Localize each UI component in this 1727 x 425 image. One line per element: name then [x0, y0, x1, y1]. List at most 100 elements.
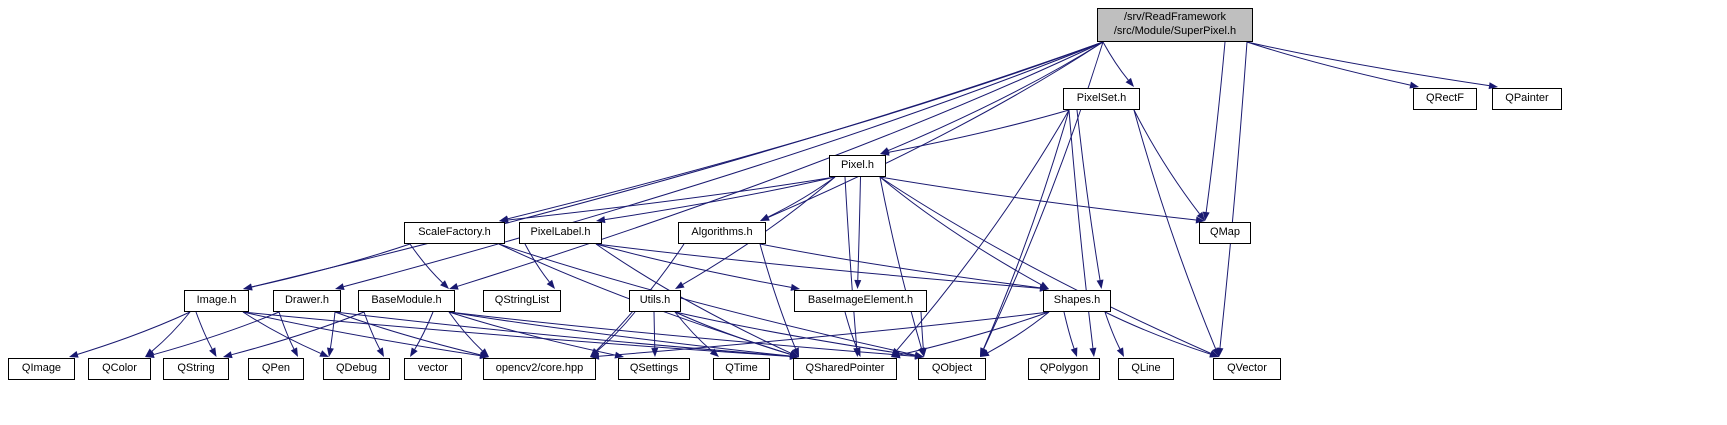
- edge-pixel-qmap: [879, 176, 1197, 221]
- edge-arrowhead-utils-qsettings: [651, 347, 659, 357]
- edge-scalefactory-basemodule: [409, 243, 443, 284]
- graph-node-qline[interactable]: QLine: [1118, 358, 1174, 380]
- edge-scalefactory-qobject: [498, 243, 916, 356]
- edge-pixelset-pixel: [888, 109, 1070, 153]
- graph-node-qtime[interactable]: QTime: [713, 358, 770, 380]
- edge-arrowhead-shapes-opencv: [590, 352, 600, 360]
- edge-shapes-qline: [1104, 311, 1121, 350]
- edge-arrowhead-utils-qobject: [914, 352, 924, 360]
- edge-arrowhead-algorithms-shapes: [1039, 284, 1049, 292]
- edge-arrowhead-pixelset-qpolygon: [1089, 347, 1097, 357]
- edge-drawer-qdebug: [329, 311, 336, 349]
- edge-basemodule-vector: [414, 311, 434, 350]
- edge-drawer-qpen: [278, 311, 295, 350]
- graph-node-algorithms[interactable]: Algorithms.h: [678, 222, 766, 244]
- edge-basemodule-qsettings: [448, 311, 616, 356]
- edge-image-qsharedpointer: [242, 311, 791, 357]
- graph-node-qpainter[interactable]: QPainter: [1492, 88, 1562, 110]
- graph-node-drawer[interactable]: Drawer.h: [273, 290, 341, 312]
- edge-basemodule-qstring: [231, 311, 365, 356]
- edge-superpixel-pixelset: [1102, 41, 1129, 81]
- edge-arrowhead-pixelset-qvector: [1212, 347, 1219, 357]
- edge-image-opencv: [242, 311, 481, 357]
- edge-arrowhead-scalefactory-image: [243, 283, 253, 291]
- edge-arrowhead-pixel-algorithms: [760, 213, 770, 221]
- graph-node-qcolor[interactable]: QColor: [88, 358, 151, 380]
- graph-node-pixel[interactable]: Pixel.h: [829, 155, 886, 177]
- graph-node-image[interactable]: Image.h: [184, 290, 249, 312]
- edge-pixel-pixellabel: [604, 176, 836, 221]
- edge-arrowhead-baseimageelement-qsharedpointer: [853, 347, 861, 357]
- edge-superpixel-drawer: [343, 41, 1104, 288]
- edge-pixel-qvector: [879, 176, 1211, 354]
- edge-pixellabel-shapes: [595, 243, 1041, 289]
- edge-shapes-qvector: [1104, 311, 1211, 355]
- edge-arrowhead-utils-opencv: [590, 348, 600, 357]
- graph-node-scalefactory[interactable]: ScaleFactory.h: [404, 222, 505, 244]
- graph-node-vector[interactable]: vector: [404, 358, 462, 380]
- edge-pixelset-qmap: [1133, 109, 1200, 215]
- graph-node-qstringlist[interactable]: QStringList: [483, 290, 561, 312]
- graph-node-baseimageelement[interactable]: BaseImageElement.h: [794, 290, 927, 312]
- edge-arrowhead-pixel-pixellabel: [596, 216, 606, 224]
- edge-basemodule-qsharedpointer: [448, 311, 791, 357]
- edge-arrowhead-shapes-qobject: [980, 349, 990, 357]
- edge-pixelset-shapes: [1076, 109, 1101, 281]
- edge-arrowhead-algorithms-qsharedpointer: [792, 347, 799, 357]
- edge-arrowhead-shapes-qline: [1116, 347, 1124, 357]
- graph-node-utils[interactable]: Utils.h: [629, 290, 681, 312]
- graph-node-qsettings[interactable]: QSettings: [618, 358, 690, 380]
- graph-node-pixellabel[interactable]: PixelLabel.h: [519, 222, 602, 244]
- edge-drawer-opencv: [334, 311, 481, 356]
- edge-arrowhead-pixel-qmap: [1195, 216, 1205, 224]
- edge-arrowhead-superpixel-qrectf: [1409, 81, 1419, 89]
- edge-pixellabel-qstringlist: [524, 243, 550, 283]
- graph-node-shapes[interactable]: Shapes.h: [1043, 290, 1111, 312]
- edge-arrowhead-image-qimage: [69, 350, 79, 358]
- edge-arrowhead-drawer-qdebug: [326, 347, 334, 357]
- graph-node-opencv[interactable]: opencv2/core.hpp: [483, 358, 596, 380]
- graph-node-qpen[interactable]: QPen: [248, 358, 304, 380]
- graph-node-qrectf[interactable]: QRectF: [1413, 88, 1477, 110]
- edge-arrowhead-superpixel-qpainter: [1488, 82, 1498, 90]
- graph-node-pixelset[interactable]: PixelSet.h: [1063, 88, 1140, 110]
- edge-superpixel-qpainter: [1246, 41, 1490, 87]
- graph-node-qpolygon[interactable]: QPolygon: [1028, 358, 1100, 380]
- edge-pixel-shapes: [879, 176, 1042, 286]
- edge-scalefactory-image: [251, 243, 411, 288]
- edge-arrowhead-pixel-baseimageelement: [854, 279, 862, 289]
- edge-arrowhead-superpixel-qmap: [1202, 211, 1210, 221]
- edge-image-qcolor: [151, 311, 191, 352]
- edge-basemodule-qdebug: [363, 311, 381, 350]
- edge-superpixel-image: [251, 41, 1104, 288]
- graph-node-qimage[interactable]: QImage: [8, 358, 75, 380]
- edge-basemodule-opencv: [448, 311, 483, 352]
- graph-node-qvector[interactable]: QVector: [1213, 358, 1281, 380]
- edge-arrowhead-pixelset-qmap: [1196, 211, 1205, 221]
- edge-basemodule-qobject: [448, 311, 916, 357]
- edge-pixel-baseimageelement: [857, 176, 861, 281]
- edge-image-qimage: [77, 311, 191, 355]
- edge-baseimageelement-qsharedpointer: [844, 311, 858, 349]
- edge-drawer-qsharedpointer: [334, 311, 791, 357]
- graph-node-basemodule[interactable]: BaseModule.h: [358, 290, 455, 312]
- edge-algorithms-qsharedpointer: [759, 243, 797, 349]
- edge-arrowhead-utils-qsharedpointer: [789, 351, 799, 358]
- graph-node-qdebug[interactable]: QDebug: [323, 358, 390, 380]
- edge-arrowhead-shapes-qvector: [1209, 350, 1219, 358]
- edge-arrowhead-pixel-scalefactory: [499, 216, 509, 224]
- edge-arrowhead-utils-qtime: [709, 348, 719, 357]
- edge-baseimageelement-qobject: [920, 311, 924, 349]
- edge-superpixel-scalefactory: [507, 41, 1104, 220]
- graph-node-qobject[interactable]: QObject: [918, 358, 986, 380]
- graph-node-qsharedpointer[interactable]: QSharedPointer: [793, 358, 897, 380]
- edge-arrowhead-image-qcolor: [145, 348, 155, 357]
- graph-node-qstring[interactable]: QString: [163, 358, 229, 380]
- edge-algorithms-shapes: [759, 243, 1041, 289]
- edge-arrowhead-shapes-qsharedpointer: [891, 351, 901, 359]
- edge-pixel-scalefactory: [507, 176, 836, 221]
- edge-arrowhead-drawer-qpen: [290, 347, 298, 357]
- graph-node-qmap[interactable]: QMap: [1199, 222, 1251, 244]
